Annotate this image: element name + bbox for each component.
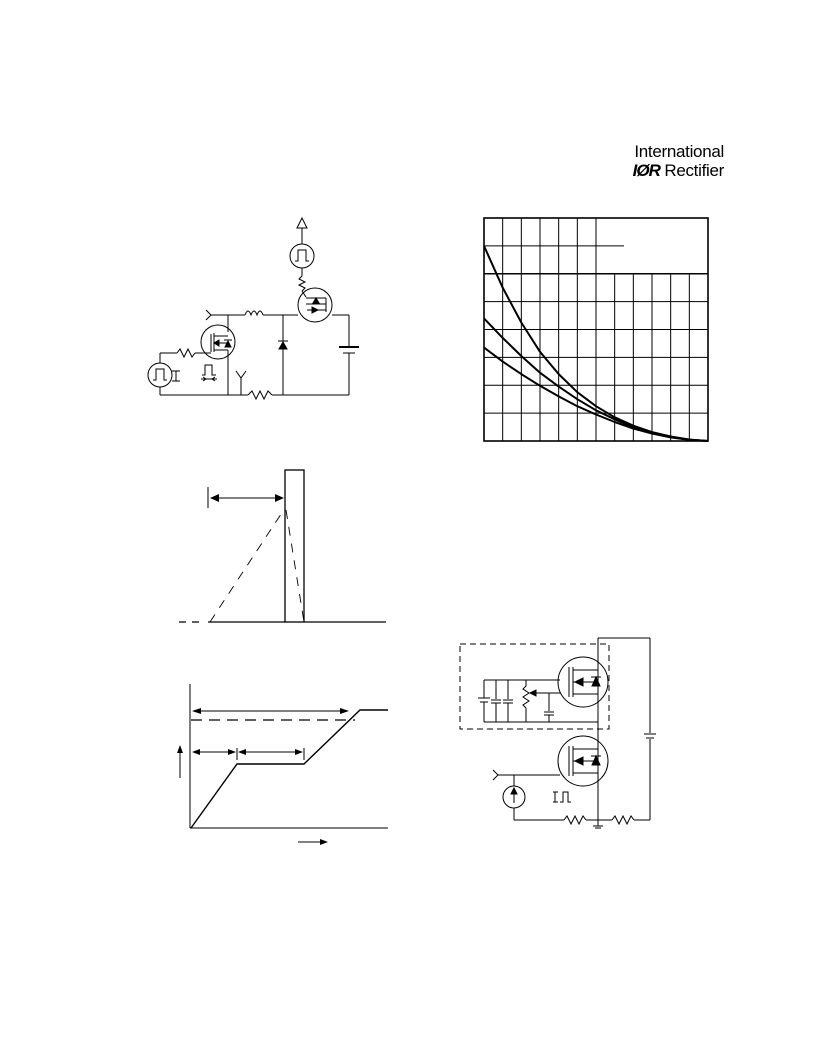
avalanche-waveform: [179, 469, 386, 623]
gate-pulse-source: [147, 362, 173, 388]
current-regulator-box: [459, 643, 610, 730]
logo-mark: IØR: [632, 161, 661, 180]
current-ramp-up: [209, 507, 286, 623]
company-logo: International IØR Rectifier: [620, 142, 725, 180]
logo-text-rectifier: Rectifier: [664, 161, 724, 180]
gate-sense-resistor: [563, 814, 587, 826]
voltage-pulse: [284, 469, 305, 623]
gate-voltage-curve: [190, 709, 388, 829]
chart-series: [483, 245, 709, 442]
sense-resistor: [247, 389, 273, 401]
chart-grid: [484, 218, 708, 441]
logo-text-international: International: [634, 142, 724, 161]
energy-vs-temperature-chart: [483, 217, 709, 442]
gate-resistor-dut: [176, 347, 196, 359]
gate-charge-test-circuit: [459, 637, 656, 829]
inductor: [244, 310, 264, 317]
supply-terminal: [296, 216, 308, 229]
dut-mosfet: [200, 324, 236, 360]
freewheel-diode: [278, 340, 288, 350]
gate-charge-waveform: [177, 684, 388, 845]
chart-frame: [483, 217, 709, 442]
upper-mosfet-gc: [557, 656, 609, 708]
current-ramp-down: [285, 509, 305, 623]
drain-sense-resistor: [611, 814, 635, 826]
gate-resistor-top: [297, 275, 307, 292]
series-curve-3: [483, 346, 709, 442]
dut-mosfet-gc: [557, 735, 609, 787]
inductive-test-circuit: [147, 216, 359, 401]
gate-pulse-source-top: [289, 243, 315, 269]
upper-mosfet: [297, 287, 333, 323]
potentiometer: [522, 685, 530, 709]
